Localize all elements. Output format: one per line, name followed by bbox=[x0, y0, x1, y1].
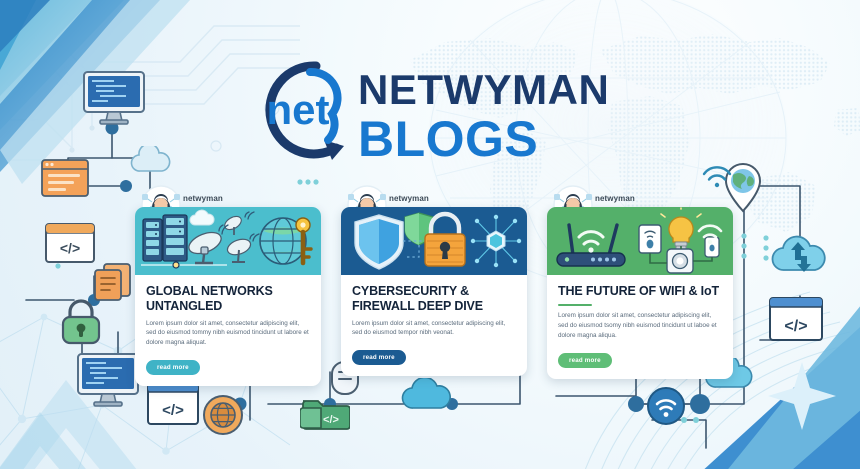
card-description: Lorem ipsum dolor sit amet, consectetur … bbox=[352, 319, 506, 337]
svg-text:</>: </> bbox=[60, 240, 80, 256]
wifi-icon bbox=[702, 166, 732, 188]
card-title: CYBERSECURITY & FIREWALL DEEP DIVE bbox=[352, 284, 483, 313]
read-more-button[interactable]: read more bbox=[558, 352, 612, 368]
globe-pin-icon bbox=[724, 162, 762, 213]
code-window-icon: </> bbox=[147, 383, 199, 425]
net-emblem-icon: net bbox=[265, 61, 344, 160]
blog-card[interactable]: netwyman bbox=[547, 185, 733, 379]
read-more-button[interactable]: read more bbox=[352, 350, 406, 365]
browser-window-icon bbox=[41, 159, 89, 197]
code-folder-icon: </> bbox=[300, 400, 350, 430]
global-networks-illustration bbox=[135, 207, 321, 275]
brand-logo: net NETWYMAN BLOGS bbox=[265, 61, 609, 164]
card-description: Lorem ipsum dolor sit amet, consectetur … bbox=[146, 319, 309, 347]
svg-text:</>: </> bbox=[323, 414, 339, 426]
svg-text:</>: </> bbox=[162, 402, 184, 419]
wifi-iot-illustration bbox=[547, 207, 733, 275]
cloud-icon bbox=[401, 378, 451, 409]
cloud-sync-icon bbox=[771, 235, 826, 272]
cloud-icon bbox=[130, 146, 171, 172]
blog-card[interactable]: netwyman bbox=[341, 185, 527, 376]
card-description: Lorem ipsum dolor sit amet, consectetur … bbox=[558, 312, 717, 339]
author-name: netwyman bbox=[389, 194, 429, 203]
card-media bbox=[135, 207, 321, 275]
corner-chevron-bottom-left bbox=[0, 380, 137, 469]
card-media bbox=[547, 207, 733, 275]
code-window-icon: </> bbox=[769, 297, 823, 341]
emblem-text: net bbox=[267, 86, 330, 133]
card-body: THE FUTURE OF WIFI & IoT Lorem ipsum dol… bbox=[547, 275, 733, 379]
author-name: netwyman bbox=[183, 194, 223, 203]
svg-text:</>: </> bbox=[784, 318, 807, 335]
monitor-code-icon bbox=[77, 353, 139, 407]
globe-badge-icon bbox=[203, 395, 243, 435]
monitor-code-icon bbox=[83, 71, 145, 125]
code-window-icon: </> bbox=[45, 223, 95, 263]
wifi-badge-icon bbox=[647, 387, 685, 425]
read-more-button[interactable]: read more bbox=[146, 359, 200, 375]
title-divider bbox=[558, 303, 592, 307]
card-media bbox=[341, 207, 527, 275]
card-body: CYBERSECURITY & FIREWALL DEEP DIVE Lorem… bbox=[341, 275, 527, 376]
card-title: THE FUTURE OF WIFI & IoT bbox=[558, 284, 719, 298]
card-title: GLOBAL NETWORKS UNTANGLED bbox=[146, 284, 273, 313]
cybersecurity-illustration bbox=[341, 207, 527, 275]
padlock-icon bbox=[61, 299, 101, 345]
logo-title-line2: BLOGS bbox=[358, 111, 538, 164]
card-body: GLOBAL NETWORKS UNTANGLED Lorem ipsum do… bbox=[135, 275, 321, 386]
author-name: netwyman bbox=[595, 194, 635, 203]
documents-icon bbox=[94, 263, 131, 301]
blog-card[interactable]: netwyman bbox=[135, 185, 321, 386]
logo-title-line1: NETWYMAN bbox=[358, 66, 609, 113]
